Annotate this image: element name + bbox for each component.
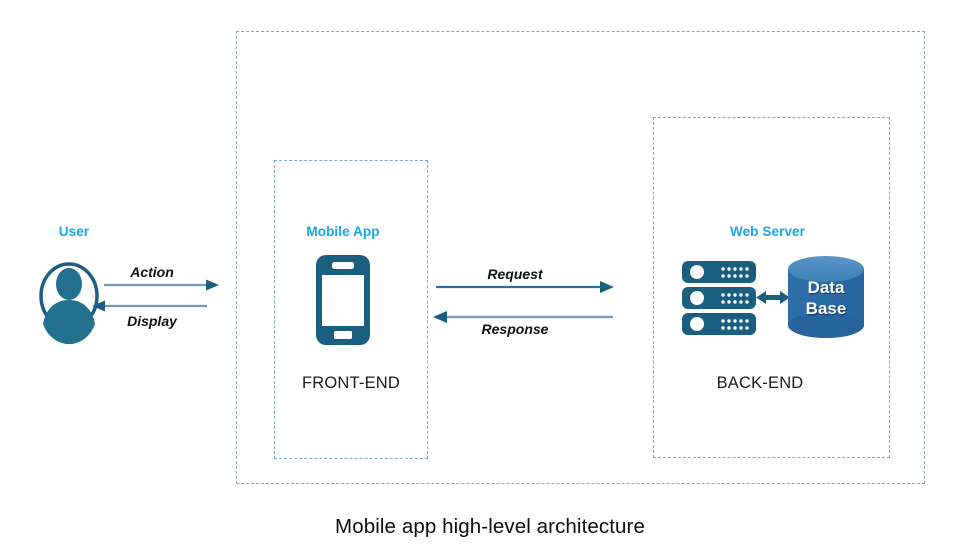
frontend-tier-label: FRONT-END xyxy=(301,374,401,392)
flow-arrow-display xyxy=(92,300,207,312)
backend-boundary-box xyxy=(653,117,890,458)
flow-arrow-action xyxy=(104,279,219,291)
flow-label-action: Action xyxy=(130,264,174,280)
frontend-boundary-box xyxy=(274,160,428,459)
flow-label-request: Request xyxy=(487,266,543,282)
user-label: User xyxy=(58,224,90,239)
figure-caption: Mobile app high-level architecture xyxy=(335,515,645,538)
system-boundary-box xyxy=(236,31,925,484)
web-server-label: Web Server xyxy=(729,224,806,239)
backend-tier-label: BACK-END xyxy=(716,374,804,392)
mobile-app-label: Mobile App xyxy=(306,224,380,239)
flow-label-display: Display xyxy=(127,313,177,329)
user-avatar-icon xyxy=(39,262,99,345)
flow-label-response: Response xyxy=(481,321,549,337)
